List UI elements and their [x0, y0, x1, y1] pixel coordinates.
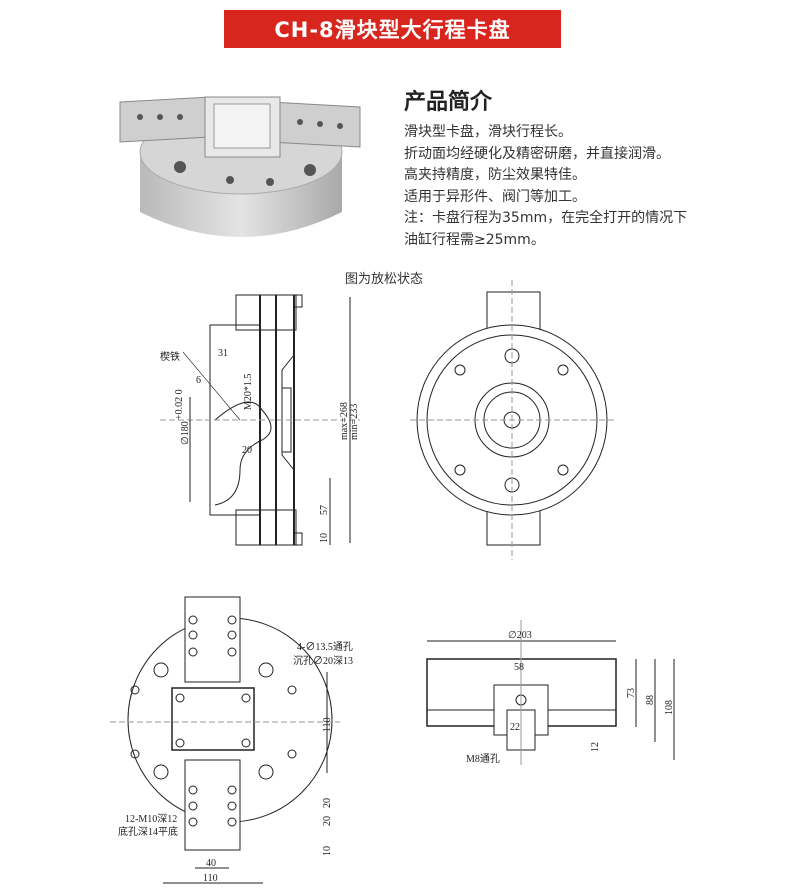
intro-text: 滑块型卡盘，滑块行程长。 折动面均经硬化及精密研磨，并直接润滑。 高夹持精度，防…	[404, 122, 687, 251]
hole-note-2: 沉孔∅20深13	[293, 654, 353, 667]
diameter-203: ∅203	[508, 630, 532, 641]
stroke-min: min=233	[349, 404, 360, 440]
dim-20-b: 20	[322, 816, 333, 826]
intro-line: 油缸行程需≥25mm。	[404, 231, 545, 248]
intro-line: 注：卡盘行程为35mm，在完全打开的情况下	[404, 210, 688, 226]
intro-line: 适用于异形件、阀门等加工。	[404, 188, 586, 205]
drawing-caption: 图为放松状态	[345, 272, 424, 287]
dim-88: 88	[645, 695, 656, 705]
dim-10: 10	[322, 846, 333, 856]
dim-12: 12	[590, 742, 601, 752]
dim-22: 22	[510, 722, 520, 733]
dim-31: 31	[218, 348, 228, 359]
intro-line: 高夹持精度，防尘效果特佳。	[404, 167, 586, 183]
dim-73: 73	[626, 688, 637, 698]
dim-108: 108	[664, 700, 675, 715]
dim-20: 20	[242, 445, 252, 456]
dim-57: 57	[319, 505, 330, 515]
thread-m20: M20*1.5	[243, 374, 254, 410]
product-photo	[119, 96, 361, 237]
intro-heading: 产品简介	[404, 90, 493, 115]
dim-20-a: 20	[322, 798, 333, 808]
intro-line: 滑块型卡盘，滑块行程长。	[404, 124, 572, 140]
wedge-label: 楔铁	[160, 350, 180, 363]
diameter-180: ∅180	[180, 421, 191, 445]
side-view-drawing: ∅203 58 22 73 88 108 12 M8通孔	[426, 620, 675, 765]
dim-58: 58	[514, 662, 524, 673]
tap-note-2: 底孔深14平底	[118, 825, 178, 838]
m8-note: M8通孔	[466, 753, 500, 765]
dim-110-vertical: 110	[322, 717, 333, 732]
dim-110-horizontal: 110	[203, 873, 218, 884]
intro-line: 折动面均经硬化及精密研磨，并直接润滑。	[404, 145, 670, 162]
section-view-drawing: 楔铁 31 6 M20*1.5 ∅180 +0.02 0 20 max=268 …	[160, 294, 360, 546]
product-title: CH-8滑块型大行程卡盘	[274, 18, 511, 42]
front-view-drawing	[410, 280, 615, 560]
dim-40: 40	[206, 858, 216, 869]
tolerance: +0.02 0	[174, 389, 185, 420]
tap-note-1: 12-M10深12	[125, 813, 177, 825]
stroke-max: max=268	[339, 402, 350, 440]
hole-note-1: 4-∅13.5通孔	[297, 641, 353, 653]
dim-10: 10	[319, 533, 330, 543]
dim-6: 6	[196, 375, 201, 386]
top-view-drawing: 4-∅13.5通孔 沉孔∅20深13 12-M10深12 底孔深14平底 110…	[110, 596, 353, 884]
product-title-banner: CH-8滑块型大行程卡盘	[224, 10, 561, 48]
